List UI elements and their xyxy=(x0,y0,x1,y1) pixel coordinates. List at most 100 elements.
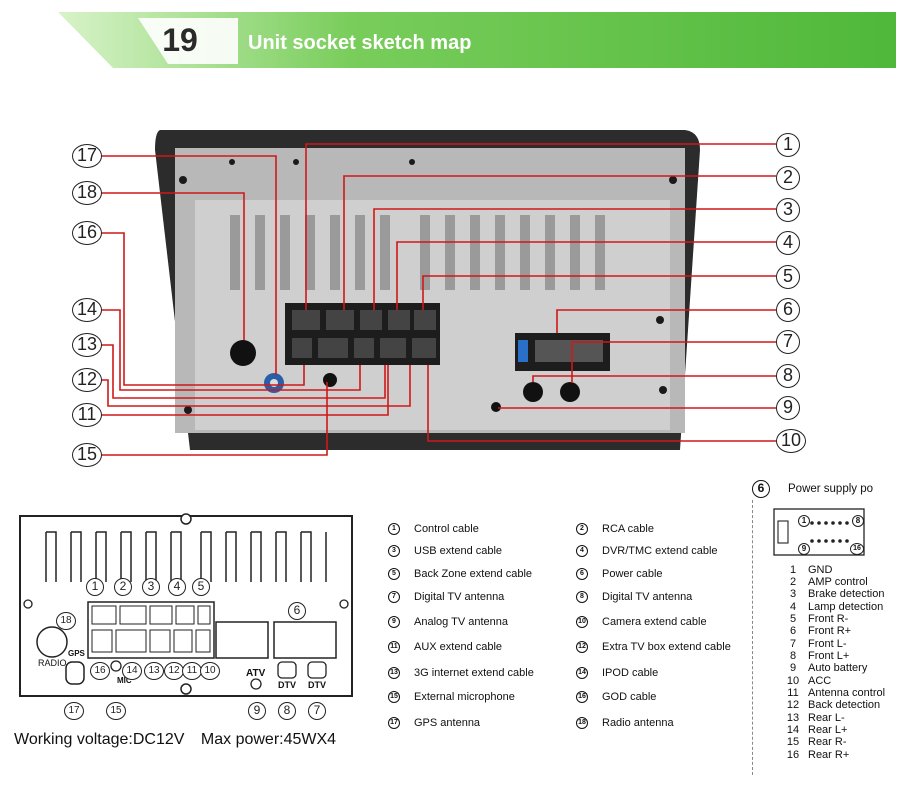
pin-number: 8 xyxy=(789,650,797,662)
legend-num-icon: 15 xyxy=(388,691,400,703)
plug-pin-8: 8 xyxy=(852,515,864,527)
legend-num-icon: 14 xyxy=(576,667,588,679)
socket-sketch-drawing xyxy=(19,513,353,697)
legend-label: Digital TV antenna xyxy=(414,591,505,603)
legend-item-15: 15 External microphone xyxy=(388,691,515,703)
legend-num-icon: 3 xyxy=(388,545,400,557)
pin-number: 9 xyxy=(789,662,797,674)
pin-label: ACC xyxy=(808,675,832,687)
sketch-port-5: 5 xyxy=(192,578,210,596)
legend-label: Power cable xyxy=(602,568,663,580)
legend-label: Digital TV antenna xyxy=(602,591,693,603)
photo-callout-7: 7 xyxy=(776,330,800,354)
banner-shape xyxy=(58,12,896,68)
pin-label: Front R+ xyxy=(808,625,852,637)
legend-num-icon: 11 xyxy=(388,641,400,653)
sketch-port-16: 16 xyxy=(90,662,110,680)
photo-callout-3: 3 xyxy=(776,198,800,222)
pin-label: Front L- xyxy=(808,638,847,650)
legend-label: RCA cable xyxy=(602,523,654,535)
pin-label: AMP control xyxy=(808,576,868,588)
sketch-port-10: 10 xyxy=(200,662,220,680)
photo-callout-8: 8 xyxy=(776,364,800,388)
legend-label: External microphone xyxy=(414,691,515,703)
photo-callout-4: 4 xyxy=(776,231,800,255)
sketch-port-6: 6 xyxy=(288,602,306,620)
pin-label: GND xyxy=(808,564,833,576)
sketch-port-4: 4 xyxy=(168,578,186,596)
photo-callout-18: 18 xyxy=(72,181,102,205)
plug-pin-9: 9 xyxy=(798,543,810,555)
legend-label: Extra TV box extend cable xyxy=(602,641,731,653)
pin-label: Rear L- xyxy=(808,712,845,724)
pin-number: 6 xyxy=(789,625,797,637)
pin-label: Rear L+ xyxy=(808,724,848,736)
unit-back-photo xyxy=(0,120,900,470)
legend-item-18: 18 Radio antenna xyxy=(576,717,674,729)
section-banner: 19 Unit socket sketch map xyxy=(58,12,896,68)
spec-line: Working voltage:DC12V Max power:45WX4 xyxy=(14,731,348,749)
plug-pin-16: 16 xyxy=(850,543,864,555)
pin-number: 7 xyxy=(789,638,797,650)
sketch-port-9: 9 xyxy=(248,702,266,720)
legend-item-2: 2 RCA cable xyxy=(576,523,654,535)
sketch-label-dtv-2: DTV xyxy=(308,680,326,690)
max-power: Max power:45WX4 xyxy=(200,731,337,748)
legend-label: GOD cable xyxy=(602,691,657,703)
unit-back-illustration xyxy=(100,130,776,456)
legend-num-icon: 9 xyxy=(388,616,400,628)
legend-label: IPOD cable xyxy=(602,667,659,679)
sketch-port-2: 2 xyxy=(114,578,132,596)
pin-number: 16 xyxy=(786,749,800,761)
legend-item-17: 17 GPS antenna xyxy=(388,717,480,729)
sketch-port-17: 17 xyxy=(64,702,84,720)
pin-number: 11 xyxy=(787,687,799,699)
sketch-port-12: 12 xyxy=(164,662,184,680)
sketch-port-11: 11 xyxy=(182,662,202,680)
legend-item-14: 14 IPOD cable xyxy=(576,667,658,679)
legend-num-icon: 1 xyxy=(388,523,400,535)
pin-number: 4 xyxy=(789,601,797,613)
legend-num-icon: 13 xyxy=(388,667,400,679)
sketch-port-13: 13 xyxy=(144,662,164,680)
legend-label: Radio antenna xyxy=(602,717,674,729)
power-plug-diagram: 1 8 9 16 xyxy=(770,503,870,559)
legend-label: GPS antenna xyxy=(414,717,481,729)
pin-label: Rear R- xyxy=(808,736,847,748)
pin-number: 14 xyxy=(786,724,800,736)
pin-label: Front R- xyxy=(808,613,849,625)
legend-num-icon: 18 xyxy=(576,717,588,729)
power-supply-number: 6 xyxy=(752,480,770,498)
legend-num-icon: 2 xyxy=(576,523,588,535)
section-title: Unit socket sketch map xyxy=(248,32,472,54)
legend-num-icon: 10 xyxy=(576,616,588,628)
pin-number: 13 xyxy=(786,712,800,724)
sketch-label-atv: ATV xyxy=(246,668,266,679)
photo-callout-16: 16 xyxy=(72,221,102,245)
working-voltage: Working voltage:DC12V xyxy=(14,731,185,748)
power-plug-shape xyxy=(773,508,865,556)
legend-num-icon: 17 xyxy=(388,717,400,729)
pin-number: 3 xyxy=(789,588,797,600)
plug-pin-1: 1 xyxy=(798,515,810,527)
section-number: 19 xyxy=(162,22,198,58)
